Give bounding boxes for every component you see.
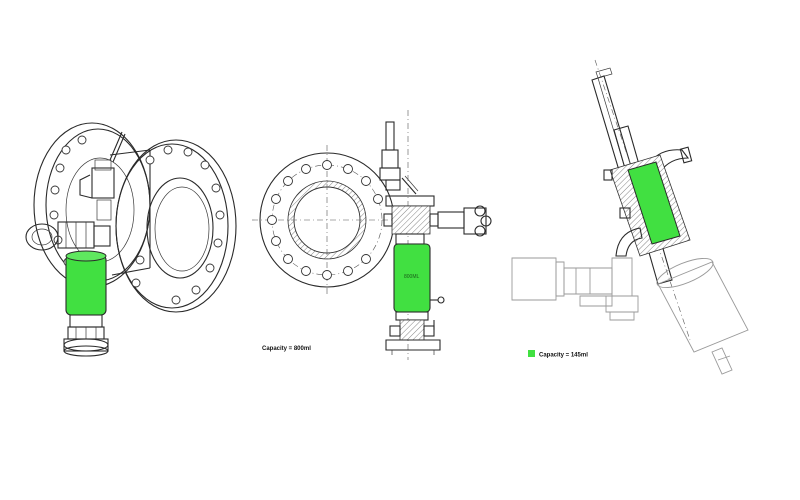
flange-front-view (252, 145, 402, 295)
capacity-label-800: Capacity = 800ml (262, 346, 311, 352)
side-handwheel (25, 221, 111, 251)
side-valve-faint (511, 257, 613, 307)
valve-body (383, 195, 465, 245)
handwheel-knob (463, 205, 492, 237)
vessel-base-fittings (63, 314, 109, 357)
actuator-cylinder (656, 257, 749, 375)
probe-body (603, 154, 691, 257)
vessel-marking: 800ML (404, 274, 420, 280)
legend-capacity-145: Capacity = 145ml (528, 350, 588, 359)
top-stem (379, 110, 419, 360)
legend-swatch-green (528, 350, 535, 357)
drawing-angled-probe-sampler: Capacity = 145ml (511, 59, 749, 375)
capacity-label-145: Capacity = 145ml (539, 353, 588, 359)
drawing-front-flange-sampler: 800ML Capacity = 800ml (252, 110, 492, 360)
top-valve-assembly (79, 131, 126, 221)
drawing-iso-valve-sampler (25, 122, 237, 357)
sample-vessel-green: 800ML (393, 243, 445, 313)
right-flange (115, 139, 237, 313)
sample-vessel-green (65, 250, 107, 316)
bottom-fitting (385, 311, 441, 355)
